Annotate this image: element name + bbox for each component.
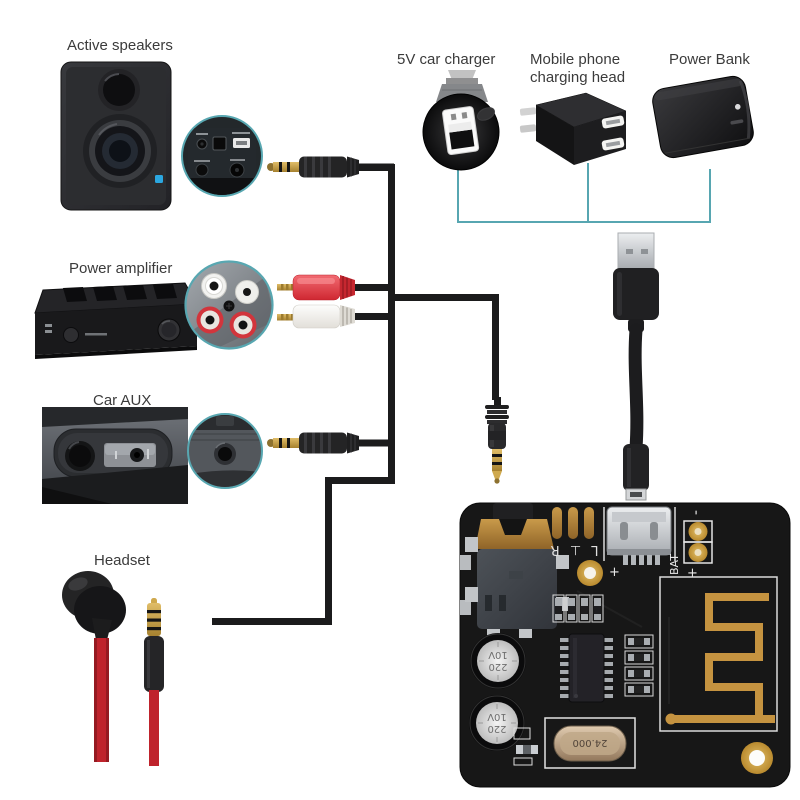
output-slot (730, 119, 744, 125)
indicator-dot (734, 104, 741, 110)
wire-main-vertical (388, 164, 395, 484)
usb-cable (613, 232, 659, 501)
speaker-image (60, 61, 172, 211)
capacitor-1: 220 10V (470, 633, 526, 689)
active-speakers-label: Active speakers (67, 37, 173, 54)
car-charger-image (422, 70, 500, 171)
wire-branch-to-board (392, 294, 496, 301)
power-amplifier-label: Power amplifier (69, 260, 173, 277)
headset-label: Headset (94, 552, 150, 569)
bluetooth-receiver-board: L ⊥ R + - BAT (459, 502, 791, 788)
plug-prong (519, 107, 537, 116)
board-micro-usb-port: + (603, 506, 676, 580)
headset-cable (94, 638, 109, 762)
car-aux-label: Car AUX (93, 392, 152, 409)
bracket-car-charger-line (457, 167, 459, 223)
line-out-jack (195, 163, 209, 177)
speaker-ports-inset (181, 115, 263, 197)
aux-hole-zoom (218, 447, 232, 461)
brand-logo (155, 175, 163, 183)
battery-minus-silkscreen: - (688, 510, 704, 515)
cap2-value: 220 (487, 723, 506, 734)
power-bank-image (652, 75, 754, 159)
wire-headset-horizontal (212, 618, 332, 625)
phone-charger-image (519, 92, 627, 165)
crystal-frequency-text: 24.000 (573, 737, 608, 748)
capacitor-2: 220 10V (469, 695, 525, 751)
crystal-oscillator: 24.000 (544, 717, 636, 769)
bluetooth-chip (560, 633, 613, 703)
car-dashboard-image (42, 407, 188, 504)
cap2-voltage: 10V (487, 711, 507, 722)
micro-usb-plus-silkscreen: + (609, 565, 620, 580)
bracket-phone-charger-line (587, 163, 589, 223)
car-charger-label: 5V car charger (397, 51, 496, 68)
battery-label-silkscreen: BAT (668, 554, 681, 575)
amplifier-image (34, 282, 198, 359)
wire-left-vertical (325, 477, 332, 625)
smd-resistor-row (552, 594, 604, 623)
amp-small-knob (63, 327, 79, 343)
car-aux-inset (187, 413, 263, 489)
battery-plus-silkscreen: + (687, 566, 698, 581)
phone-charger-label-line2: charging head (530, 69, 626, 86)
rca-plug-white (292, 304, 341, 329)
micro-usb-connector (623, 444, 649, 491)
bracket-horizontal-line (457, 221, 711, 223)
smd-component-column (624, 634, 654, 697)
speakers-aux-plug (267, 156, 394, 178)
phone-charger-label-line1: Mobile phone (530, 51, 621, 68)
cap1-value: 220 (488, 661, 507, 672)
bluetooth-antenna (659, 576, 778, 732)
power-bank-label: Power Bank (669, 51, 750, 68)
wire-jog-horizontal (325, 477, 395, 484)
board-aux-plug (485, 397, 509, 484)
cap1-voltage: 10V (488, 649, 508, 660)
rca-plugs (277, 274, 394, 329)
amplifier-ports-inset (184, 260, 274, 350)
optical-port (212, 136, 227, 151)
wire-drop-to-plug (492, 294, 499, 400)
board-battery-pads: - BAT + (668, 510, 713, 581)
channel-silkscreen: L ⊥ R (548, 542, 599, 557)
usb-a-connector (617, 232, 655, 270)
headset-image (62, 571, 164, 766)
flat-cable (628, 323, 644, 455)
plug-prong (519, 124, 537, 133)
car-aux-plug (267, 432, 394, 454)
phone-charger-label: Mobile phone charging head (530, 51, 625, 87)
bracket-power-bank-line (709, 169, 711, 223)
